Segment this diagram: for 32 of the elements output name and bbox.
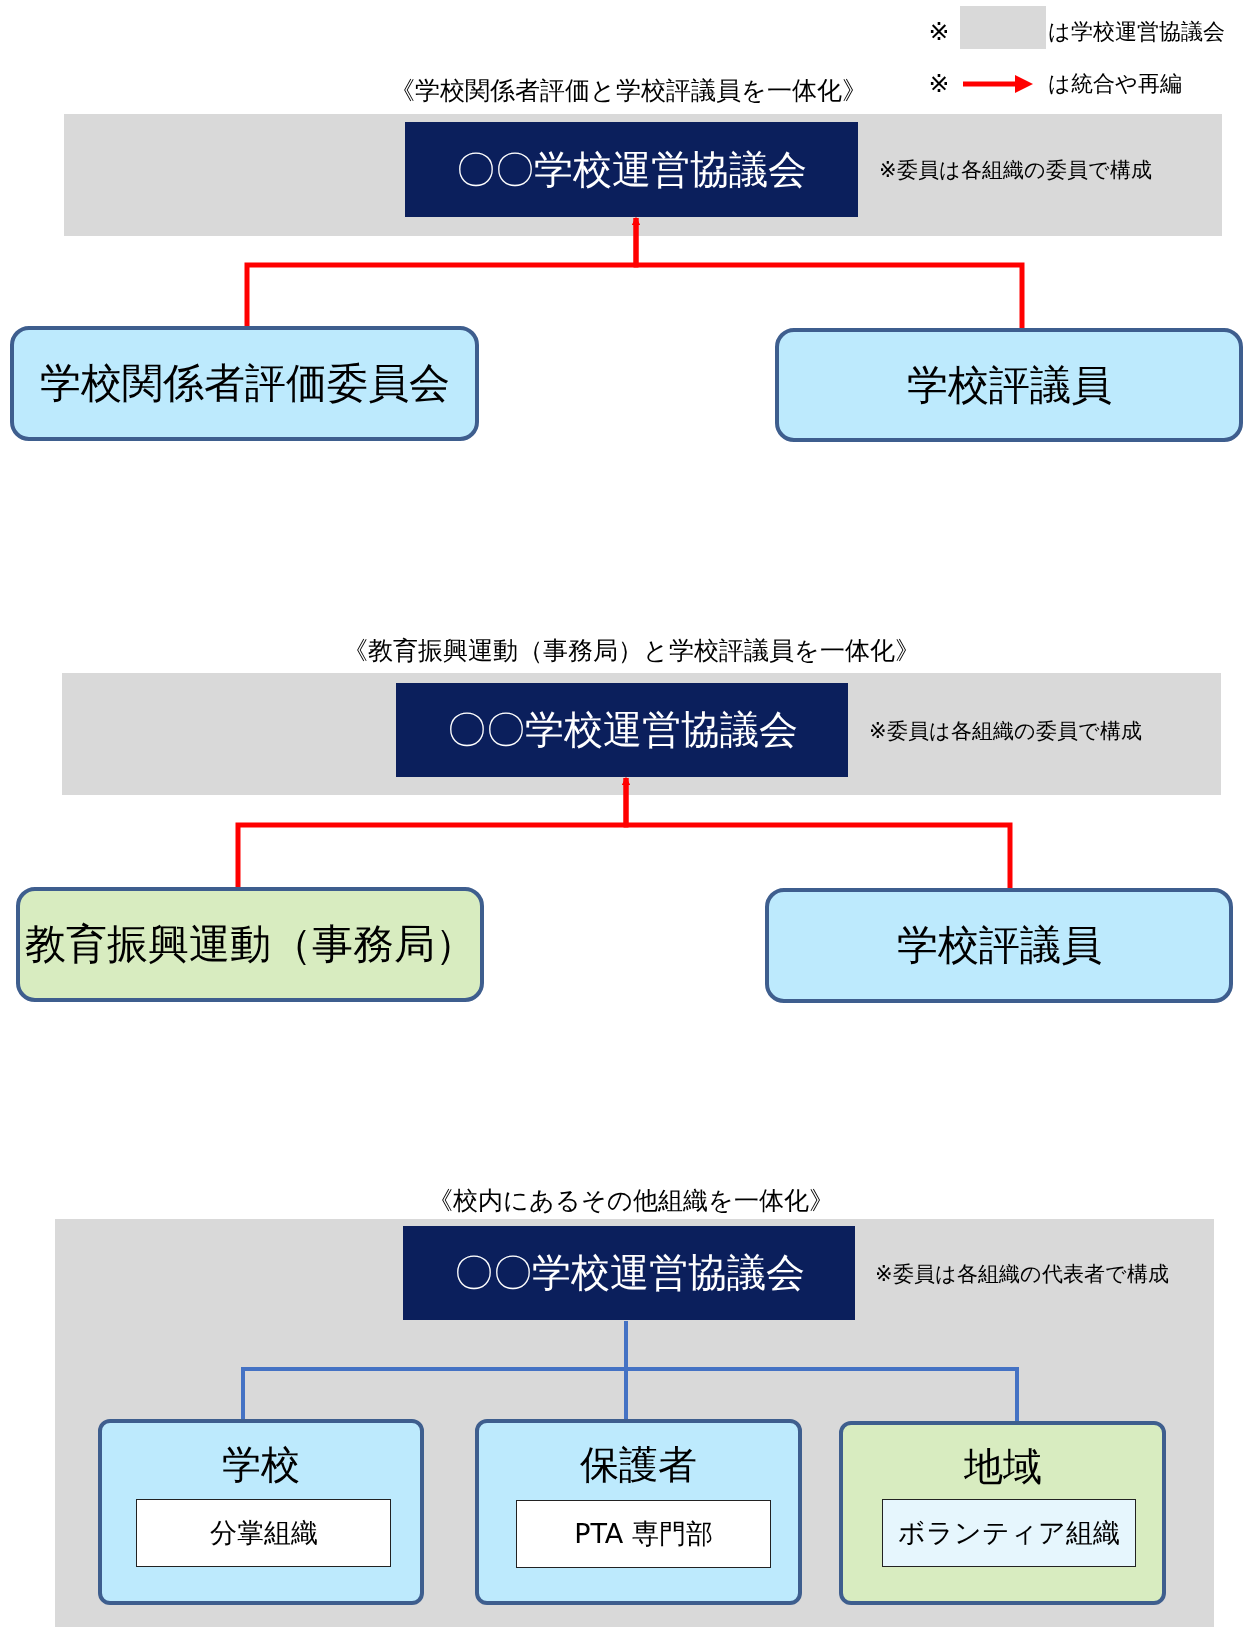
group-heading: 学校 <box>221 1441 301 1489</box>
organization-box <box>98 1419 424 1605</box>
sub-organization-box: ボランティア組織 <box>882 1499 1136 1567</box>
note: ※委員は各組織の代表者で構成 <box>875 1262 1169 1287</box>
organization-box <box>475 1419 802 1605</box>
sub-organization-box: 分掌組織 <box>136 1499 391 1567</box>
arrow <box>632 217 1025 328</box>
mark: ※ <box>928 68 950 98</box>
note: ※委員は各組織の委員で構成 <box>879 158 1152 183</box>
legend-text: は統合や再編 <box>1048 69 1182 97</box>
connector-line <box>624 1321 1019 1421</box>
organization-box: 学校評議員 <box>765 888 1233 1003</box>
council-area <box>64 114 1222 236</box>
sub-organization-box: PTA 専門部 <box>516 1500 771 1568</box>
organization-box: 学校関係者評価委員会 <box>10 326 479 441</box>
note: ※委員は各組織の委員で構成 <box>869 719 1142 744</box>
arrow <box>622 777 1013 888</box>
section-heading: 《教育振興運動（事務局）と学校評議員を一体化》 <box>342 635 920 665</box>
council-box: 〇〇学校運営協議会 <box>396 683 848 777</box>
section-heading: 《校内にあるその他組織を一体化》 <box>428 1185 834 1215</box>
section-heading: 《学校関係者評価と学校評議員を一体化》 <box>389 75 867 105</box>
council-box: 〇〇学校運営協議会 <box>405 122 858 217</box>
organization-box <box>839 1421 1166 1605</box>
council-area <box>62 673 1221 795</box>
council-area <box>55 1219 1214 1627</box>
mark: ※ <box>928 16 950 46</box>
group-heading: 保護者 <box>579 1441 698 1489</box>
organization-box: 学校評議員 <box>775 328 1243 442</box>
group-heading: 地域 <box>962 1443 1043 1491</box>
legend-text: は学校運営協議会 <box>1048 17 1225 45</box>
organization-box: 教育振興運動（事務局） <box>16 887 484 1002</box>
council-box: 〇〇学校運営協議会 <box>403 1226 855 1320</box>
